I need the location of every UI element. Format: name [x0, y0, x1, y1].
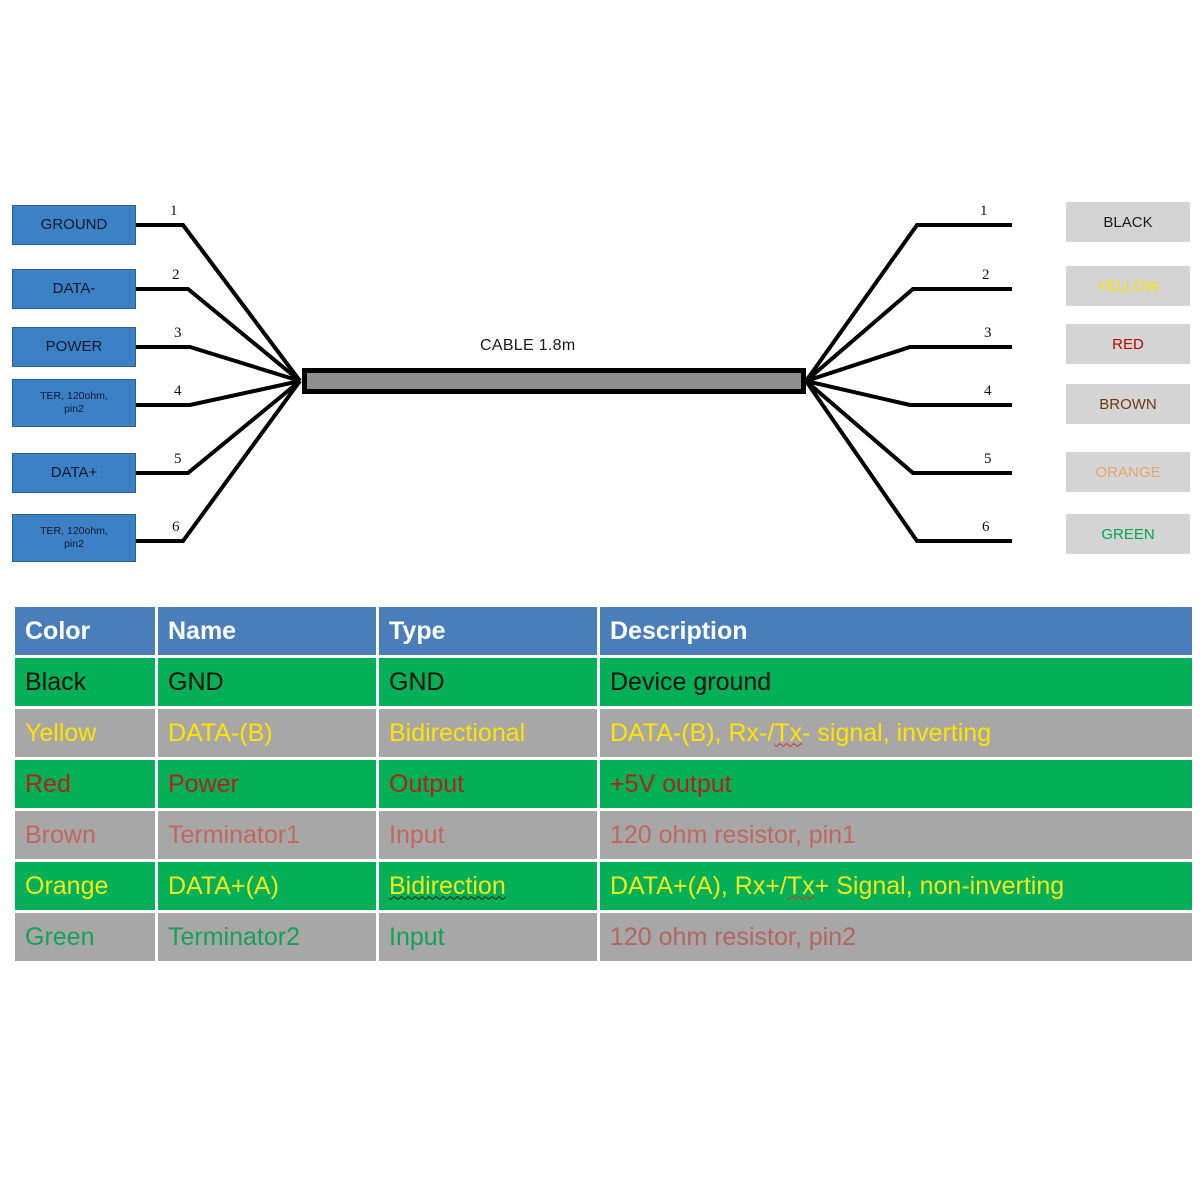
cell-type: Bidirection: [379, 862, 597, 910]
cell-description: DATA+(A), Rx+/Tx+ Signal, non-inverting: [600, 862, 1192, 910]
cell-color: Red: [15, 760, 155, 808]
right-node-label: BLACK: [1103, 213, 1153, 231]
cell-description: Device ground: [600, 658, 1192, 706]
right-node-orange: ORANGE: [1066, 452, 1190, 492]
pinout-table: Color Name Type Description Black GND GN…: [12, 604, 1195, 964]
right-node-black: BLACK: [1066, 202, 1190, 242]
cell-description: DATA-(B), Rx-/Tx- signal, inverting: [600, 709, 1192, 757]
cell-color: Brown: [15, 811, 155, 859]
right-node-label: ORANGE: [1095, 463, 1161, 481]
left-pin-number-3: 3: [174, 325, 182, 341]
left-node-label: DATA-: [52, 280, 96, 298]
table-row: Green Terminator2 Input 120 ohm resistor…: [15, 913, 1192, 961]
cell-color: Black: [15, 658, 155, 706]
cable-wiring-diagram: GROUND DATA- POWER TER, 120ohm,pin2 DATA…: [0, 0, 1200, 590]
table-row: Black GND GND Device ground: [15, 658, 1192, 706]
cell-color: Orange: [15, 862, 155, 910]
right-pin-number-3: 3: [984, 325, 992, 341]
right-node-brown: BROWN: [1066, 384, 1190, 424]
left-pin-number-5: 5: [174, 451, 182, 467]
cell-name: DATA+(A): [158, 862, 376, 910]
table-row: Red Power Output +5V output: [15, 760, 1192, 808]
left-pin-number-6: 6: [172, 519, 180, 535]
column-header-name: Name: [158, 607, 376, 655]
cell-description: 120 ohm resistor, pin1: [600, 811, 1192, 859]
cell-color: Green: [15, 913, 155, 961]
cable-body: [302, 368, 806, 394]
left-node-label: TER, 120ohm,pin2: [40, 524, 108, 550]
cell-name: Terminator1: [158, 811, 376, 859]
left-node-data-plus: DATA+: [12, 453, 136, 493]
right-pin-number-6: 6: [982, 519, 990, 535]
table-row: Brown Terminator1 Input 120 ohm resistor…: [15, 811, 1192, 859]
cell-name: GND: [158, 658, 376, 706]
left-pin-number-4: 4: [174, 383, 182, 399]
cell-description: +5V output: [600, 760, 1192, 808]
cell-type: Input: [379, 913, 597, 961]
cell-type: Bidirectional: [379, 709, 597, 757]
right-node-label: BROWN: [1099, 395, 1157, 413]
right-pin-number-2: 2: [982, 267, 990, 283]
left-node-label: DATA+: [50, 464, 98, 482]
right-node-green: GREEN: [1066, 514, 1190, 554]
left-node-label: POWER: [45, 338, 103, 356]
table-header-row: Color Name Type Description: [15, 607, 1192, 655]
table-row: Yellow DATA-(B) Bidirectional DATA-(B), …: [15, 709, 1192, 757]
cell-name: Terminator2: [158, 913, 376, 961]
right-pin-number-4: 4: [984, 383, 992, 399]
cell-description: 120 ohm resistor, pin2: [600, 913, 1192, 961]
column-header-color: Color: [15, 607, 155, 655]
right-node-label: YELLOW: [1096, 277, 1160, 295]
left-node-power: POWER: [12, 327, 136, 367]
cell-type: Input: [379, 811, 597, 859]
left-node-data-minus: DATA-: [12, 269, 136, 309]
right-pin-number-1: 1: [980, 203, 988, 219]
table-row: Orange DATA+(A) Bidirection DATA+(A), Rx…: [15, 862, 1192, 910]
right-pin-number-5: 5: [984, 451, 992, 467]
cell-color: Yellow: [15, 709, 155, 757]
wire-lines: [136, 223, 1012, 543]
left-pin-number-1: 1: [170, 203, 178, 219]
cell-type: Output: [379, 760, 597, 808]
left-node-label: TER, 120ohm,pin2: [40, 389, 108, 415]
cell-type: GND: [379, 658, 597, 706]
left-pin-number-2: 2: [172, 267, 180, 283]
cell-name: DATA-(B): [158, 709, 376, 757]
column-header-type: Type: [379, 607, 597, 655]
left-node-ground: GROUND: [12, 205, 136, 245]
cell-name: Power: [158, 760, 376, 808]
left-node-label: GROUND: [40, 216, 108, 234]
left-node-terminator-4: TER, 120ohm,pin2: [12, 379, 136, 427]
right-node-label: GREEN: [1101, 525, 1155, 543]
cable-length-label: CABLE 1.8m: [480, 337, 576, 354]
right-node-red: RED: [1066, 324, 1190, 364]
column-header-description: Description: [600, 607, 1192, 655]
right-node-label: RED: [1112, 335, 1144, 353]
right-node-yellow: YELLOW: [1066, 266, 1190, 306]
left-node-terminator-6: TER, 120ohm,pin2: [12, 514, 136, 562]
